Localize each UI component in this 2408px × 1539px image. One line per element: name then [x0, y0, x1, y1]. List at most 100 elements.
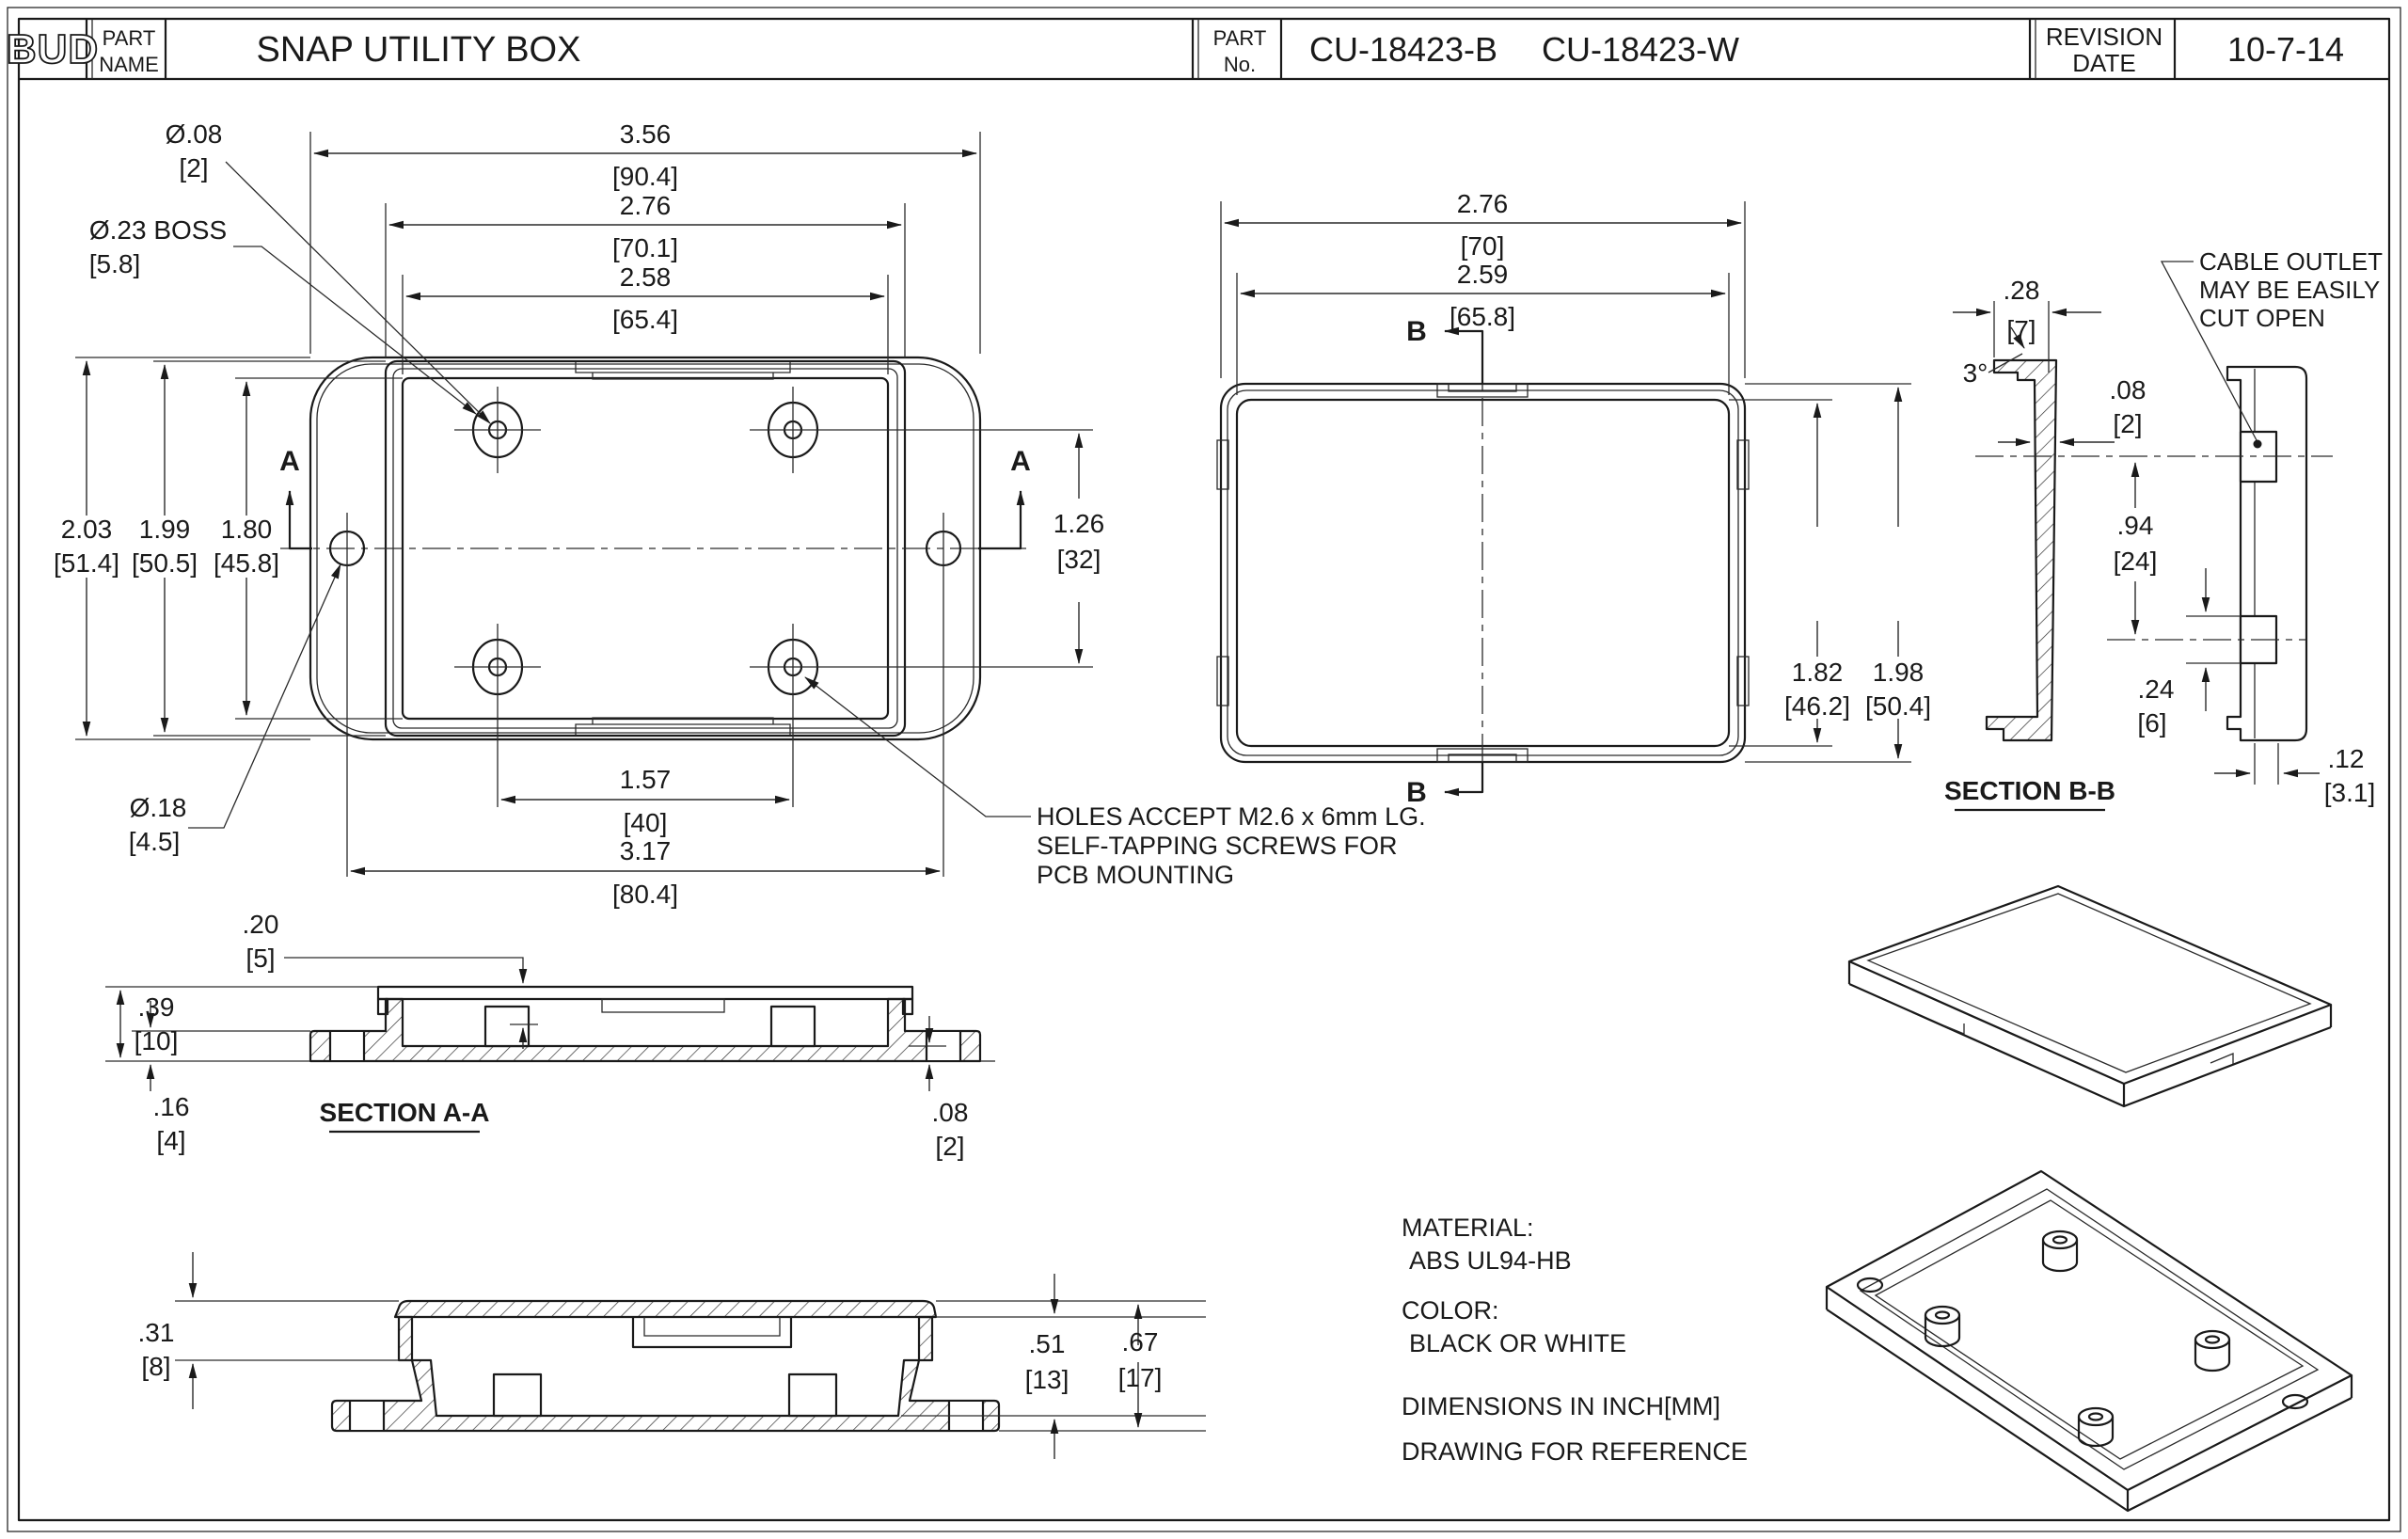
svg-text:[5.8]: [5.8] [89, 249, 140, 278]
assembled-section-view: .31 [8] .51 [13] .67 [17] [138, 1252, 1206, 1459]
part-name-label-line1: PART [103, 26, 156, 50]
svg-text:[24]: [24] [2114, 547, 2158, 576]
svg-text:.39: .39 [138, 992, 175, 1022]
svg-text:.08: .08 [932, 1098, 969, 1127]
dim-ear-hole-dia: Ø.18 [4.5] [129, 563, 341, 856]
svg-text:.51: .51 [1029, 1329, 1066, 1358]
svg-text:[65.8]: [65.8] [1450, 302, 1515, 331]
svg-text:[65.4]: [65.4] [612, 305, 678, 334]
holes-note: HOLES ACCEPT M2.6 x 6mm LG. SELF-TAPPING… [804, 676, 1426, 889]
units-note: DIMENSIONS IN INCH[MM] [1402, 1392, 1720, 1420]
svg-text:[4]: [4] [156, 1126, 185, 1155]
svg-text:.20: .20 [243, 910, 279, 939]
svg-text:3°: 3° [1963, 358, 1988, 388]
section-bb-label: SECTION B-B [1944, 776, 2115, 812]
lid-plan-view: B B 2.76 [70] 2.59 [65.8] [1216, 189, 1938, 808]
dim-floor-thickness: .08 [2] [925, 1016, 969, 1161]
iso-ear-hole-left [1856, 1277, 1884, 1293]
bud-logo: BUD [7, 26, 99, 72]
section-b-markers: B B [1406, 316, 1484, 808]
svg-text:3.56: 3.56 [620, 119, 672, 149]
svg-text:.12: .12 [2328, 744, 2365, 773]
svg-text:Ø.23 BOSS: Ø.23 BOSS [89, 215, 227, 245]
svg-text:.16: .16 [153, 1092, 190, 1121]
section-a-letter-left: A [279, 446, 300, 477]
svg-text:[4.5]: [4.5] [129, 827, 180, 856]
svg-text:1.99: 1.99 [139, 515, 191, 544]
svg-text:SELF-TAPPING SCREWS FOR: SELF-TAPPING SCREWS FOR [1037, 832, 1398, 860]
svg-text:[7]: [7] [2006, 315, 2036, 344]
dim-lid-inner-width: 2.59 [65.8] [1236, 260, 1730, 395]
svg-text:[13]: [13] [1025, 1365, 1069, 1394]
part-name-title: SNAP UTILITY BOX [257, 30, 581, 70]
material-label: MATERIAL: [1402, 1214, 1534, 1242]
svg-text:.28: .28 [2004, 276, 2040, 305]
svg-text:[50.5]: [50.5] [132, 548, 198, 578]
dim-heights-left: 2.03 [51.4] 1.99 [50.5] 1.80 [45.8] [53, 357, 403, 740]
section-aa-view: .20 [5] .39 [10] .16 [4] .08 [2] S [105, 910, 995, 1161]
cable-outlet-note: CABLE OUTLET MAY BE EASILY CUT OPEN [2160, 247, 2383, 449]
section-b-letter-top: B [1406, 316, 1427, 347]
svg-text:[46.2]: [46.2] [1784, 691, 1850, 721]
svg-text:CUT OPEN: CUT OPEN [2199, 304, 2325, 332]
svg-text:Ø.18: Ø.18 [130, 793, 187, 822]
section-bb-view: .28 [7] 3° .08 [2] .94 [24] [1944, 247, 2383, 812]
svg-text:[2]: [2] [935, 1132, 964, 1161]
dim-overall-height: .67 [17] [1118, 1304, 1163, 1428]
svg-text:2.59: 2.59 [1457, 260, 1509, 289]
part-no-label-line2: No. [1224, 53, 1256, 76]
svg-text:1.82: 1.82 [1792, 658, 1844, 687]
color-value: BLACK OR WHITE [1409, 1329, 1626, 1357]
color-label: COLOR: [1402, 1296, 1499, 1325]
svg-text:[90.4]: [90.4] [612, 162, 678, 191]
draft-angle: 3° [1963, 326, 2025, 388]
dim-boss-row-spacing: 1.26 [32] [1042, 433, 1116, 664]
svg-text:[8]: [8] [141, 1352, 170, 1381]
svg-text:[17]: [17] [1118, 1363, 1163, 1392]
svg-text:.31: .31 [138, 1318, 175, 1347]
svg-text:Ø.08: Ø.08 [166, 119, 223, 149]
iso-base [1825, 1169, 2353, 1513]
svg-text:[6]: [6] [2137, 708, 2166, 738]
dim-base-wall: .12 [3.1] [2214, 743, 2375, 807]
svg-text:[10]: [10] [135, 1026, 179, 1055]
dim-lid-outer-width: 2.76 [70] [1220, 189, 1746, 378]
svg-text:SECTION B-B: SECTION B-B [1944, 776, 2115, 805]
iso-lid [1847, 884, 2333, 1108]
part-name-label-line2: NAME [99, 53, 159, 76]
svg-text:MAY BE EASILY: MAY BE EASILY [2199, 276, 2380, 304]
part-no-white: CU-18423-W [1542, 30, 1739, 69]
isometric-views [1825, 884, 2353, 1513]
svg-text:[40]: [40] [624, 808, 668, 837]
dim-lid-height: .31 [8] [138, 1252, 198, 1409]
reference-note: DRAWING FOR REFERENCE [1402, 1437, 1748, 1466]
svg-text:3.17: 3.17 [620, 836, 672, 865]
dim-flange-thickness: .16 [4] [146, 1001, 190, 1155]
svg-text:[2]: [2] [2113, 409, 2142, 438]
dim-box-outer-width: 2.76 [70.1] [385, 191, 906, 357]
svg-text:[45.8]: [45.8] [214, 548, 279, 578]
sheet-border [7, 7, 2401, 1532]
dim-boss-dia: Ø.23 BOSS [5.8] [89, 215, 477, 415]
svg-text:[50.4]: [50.4] [1865, 691, 1931, 721]
svg-text:.67: .67 [1122, 1327, 1159, 1357]
svg-text:2.58: 2.58 [620, 262, 672, 292]
dim-wall-thickness: .08 [2] [1998, 375, 2147, 447]
svg-text:[2]: [2] [179, 153, 208, 182]
svg-text:1.26: 1.26 [1054, 509, 1105, 538]
svg-text:[70.1]: [70.1] [612, 233, 678, 262]
svg-text:[3.1]: [3.1] [2324, 778, 2375, 807]
svg-text:1.57: 1.57 [620, 765, 672, 794]
svg-text:2.76: 2.76 [620, 191, 672, 220]
dim-box-inner-width: 2.58 [65.4] [402, 262, 889, 374]
dim-rim-width: .28 [7] [1953, 276, 2101, 373]
svg-text:[70]: [70] [1461, 231, 1505, 261]
svg-text:PCB MOUNTING: PCB MOUNTING [1037, 861, 1234, 889]
svg-text:CABLE OUTLET: CABLE OUTLET [2199, 247, 2383, 276]
svg-text:.94: .94 [2117, 511, 2154, 540]
svg-text:[5]: [5] [246, 944, 275, 973]
svg-text:.08: .08 [2110, 375, 2147, 405]
svg-text:[51.4]: [51.4] [54, 548, 119, 578]
notes: MATERIAL: ABS UL94-HB COLOR: BLACK OR WH… [1402, 1214, 1748, 1466]
svg-text:2.76: 2.76 [1457, 189, 1509, 218]
